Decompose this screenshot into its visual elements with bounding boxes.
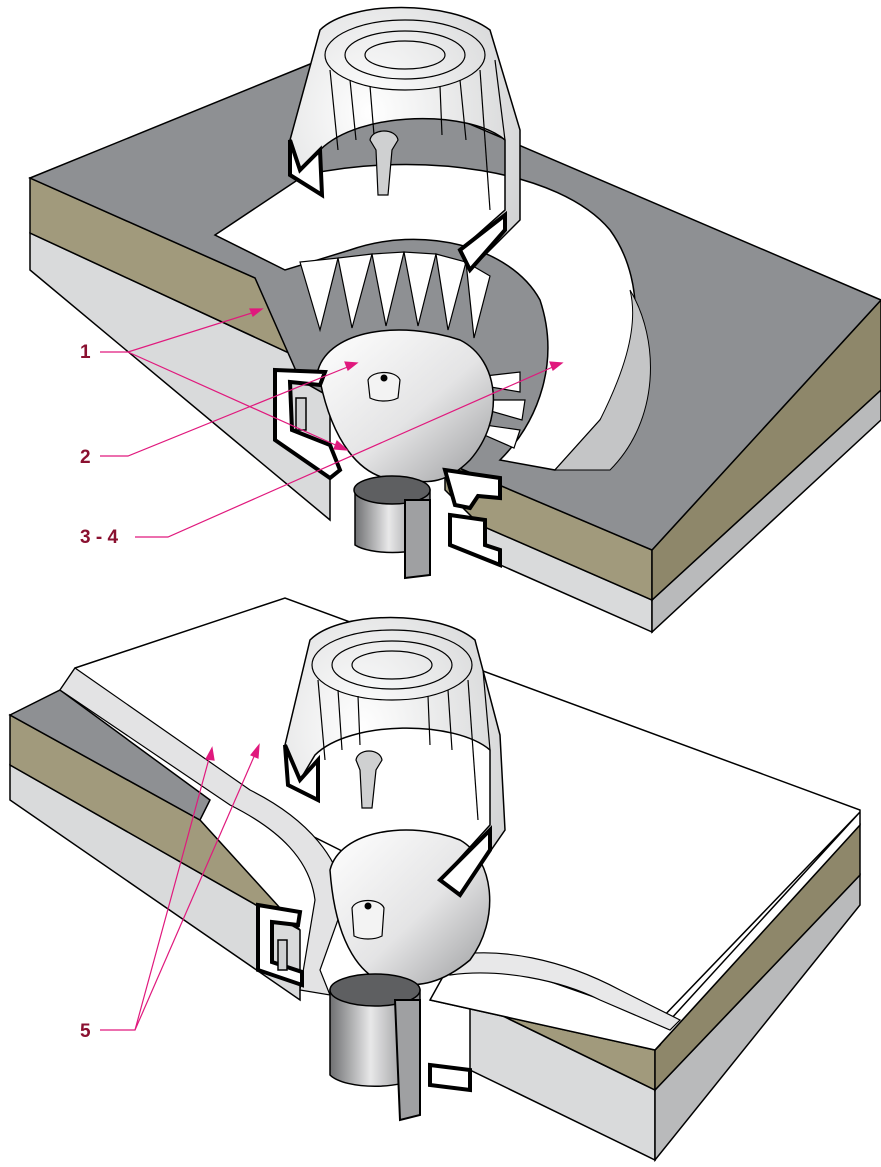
top-flange-left	[273, 367, 343, 481]
callout-3-4: 3 - 4	[80, 527, 119, 548]
bottom-bowl-fitting	[351, 899, 385, 940]
arrowhead-1a	[249, 308, 264, 317]
leader-line-1b	[127, 351, 341, 448]
bottom-drain-assembly	[8, 597, 861, 1163]
bottom-strainer-dome	[283, 616, 506, 898]
bottom-membrane-right-fold	[449, 952, 682, 1031]
bottom-bolt-left	[277, 939, 288, 971]
leader-line-3-4	[135, 365, 556, 538]
top-strainer-dome	[288, 6, 521, 274]
top-bowl-fitting	[367, 371, 401, 402]
arrowhead-1b	[333, 439, 349, 451]
arrowhead-5b	[250, 743, 260, 759]
callout-5: 5	[80, 1021, 91, 1042]
leader-line-5b	[134, 751, 257, 1031]
top-bolt-left	[295, 397, 307, 431]
top-outlet-opening	[353, 475, 431, 505]
top-flange-right	[442, 467, 502, 511]
top-flange-right-lower	[448, 512, 502, 568]
arrowhead-5a	[205, 746, 215, 761]
bottom-membrane-fold	[59, 667, 346, 996]
bottom-flange-right	[428, 1062, 472, 1093]
callout-1: 1	[80, 342, 91, 363]
leader-lines	[100, 308, 564, 1031]
bottom-roof-strip-left	[8, 689, 211, 822]
bottom-flange-left	[256, 902, 304, 988]
top-membrane-shadow	[553, 289, 651, 471]
top-drain-assembly	[28, 6, 881, 634]
leader-line-2	[100, 365, 351, 457]
bottom-outlet-opening	[329, 973, 421, 1007]
bottom-outlet-sleeve	[393, 999, 421, 1122]
callout-2: 2	[80, 447, 91, 468]
top-outlet-sleeve	[404, 499, 431, 580]
arrowhead-3-4	[549, 361, 564, 371]
arrowhead-2	[344, 361, 359, 371]
top-drain-bowl	[317, 329, 495, 483]
